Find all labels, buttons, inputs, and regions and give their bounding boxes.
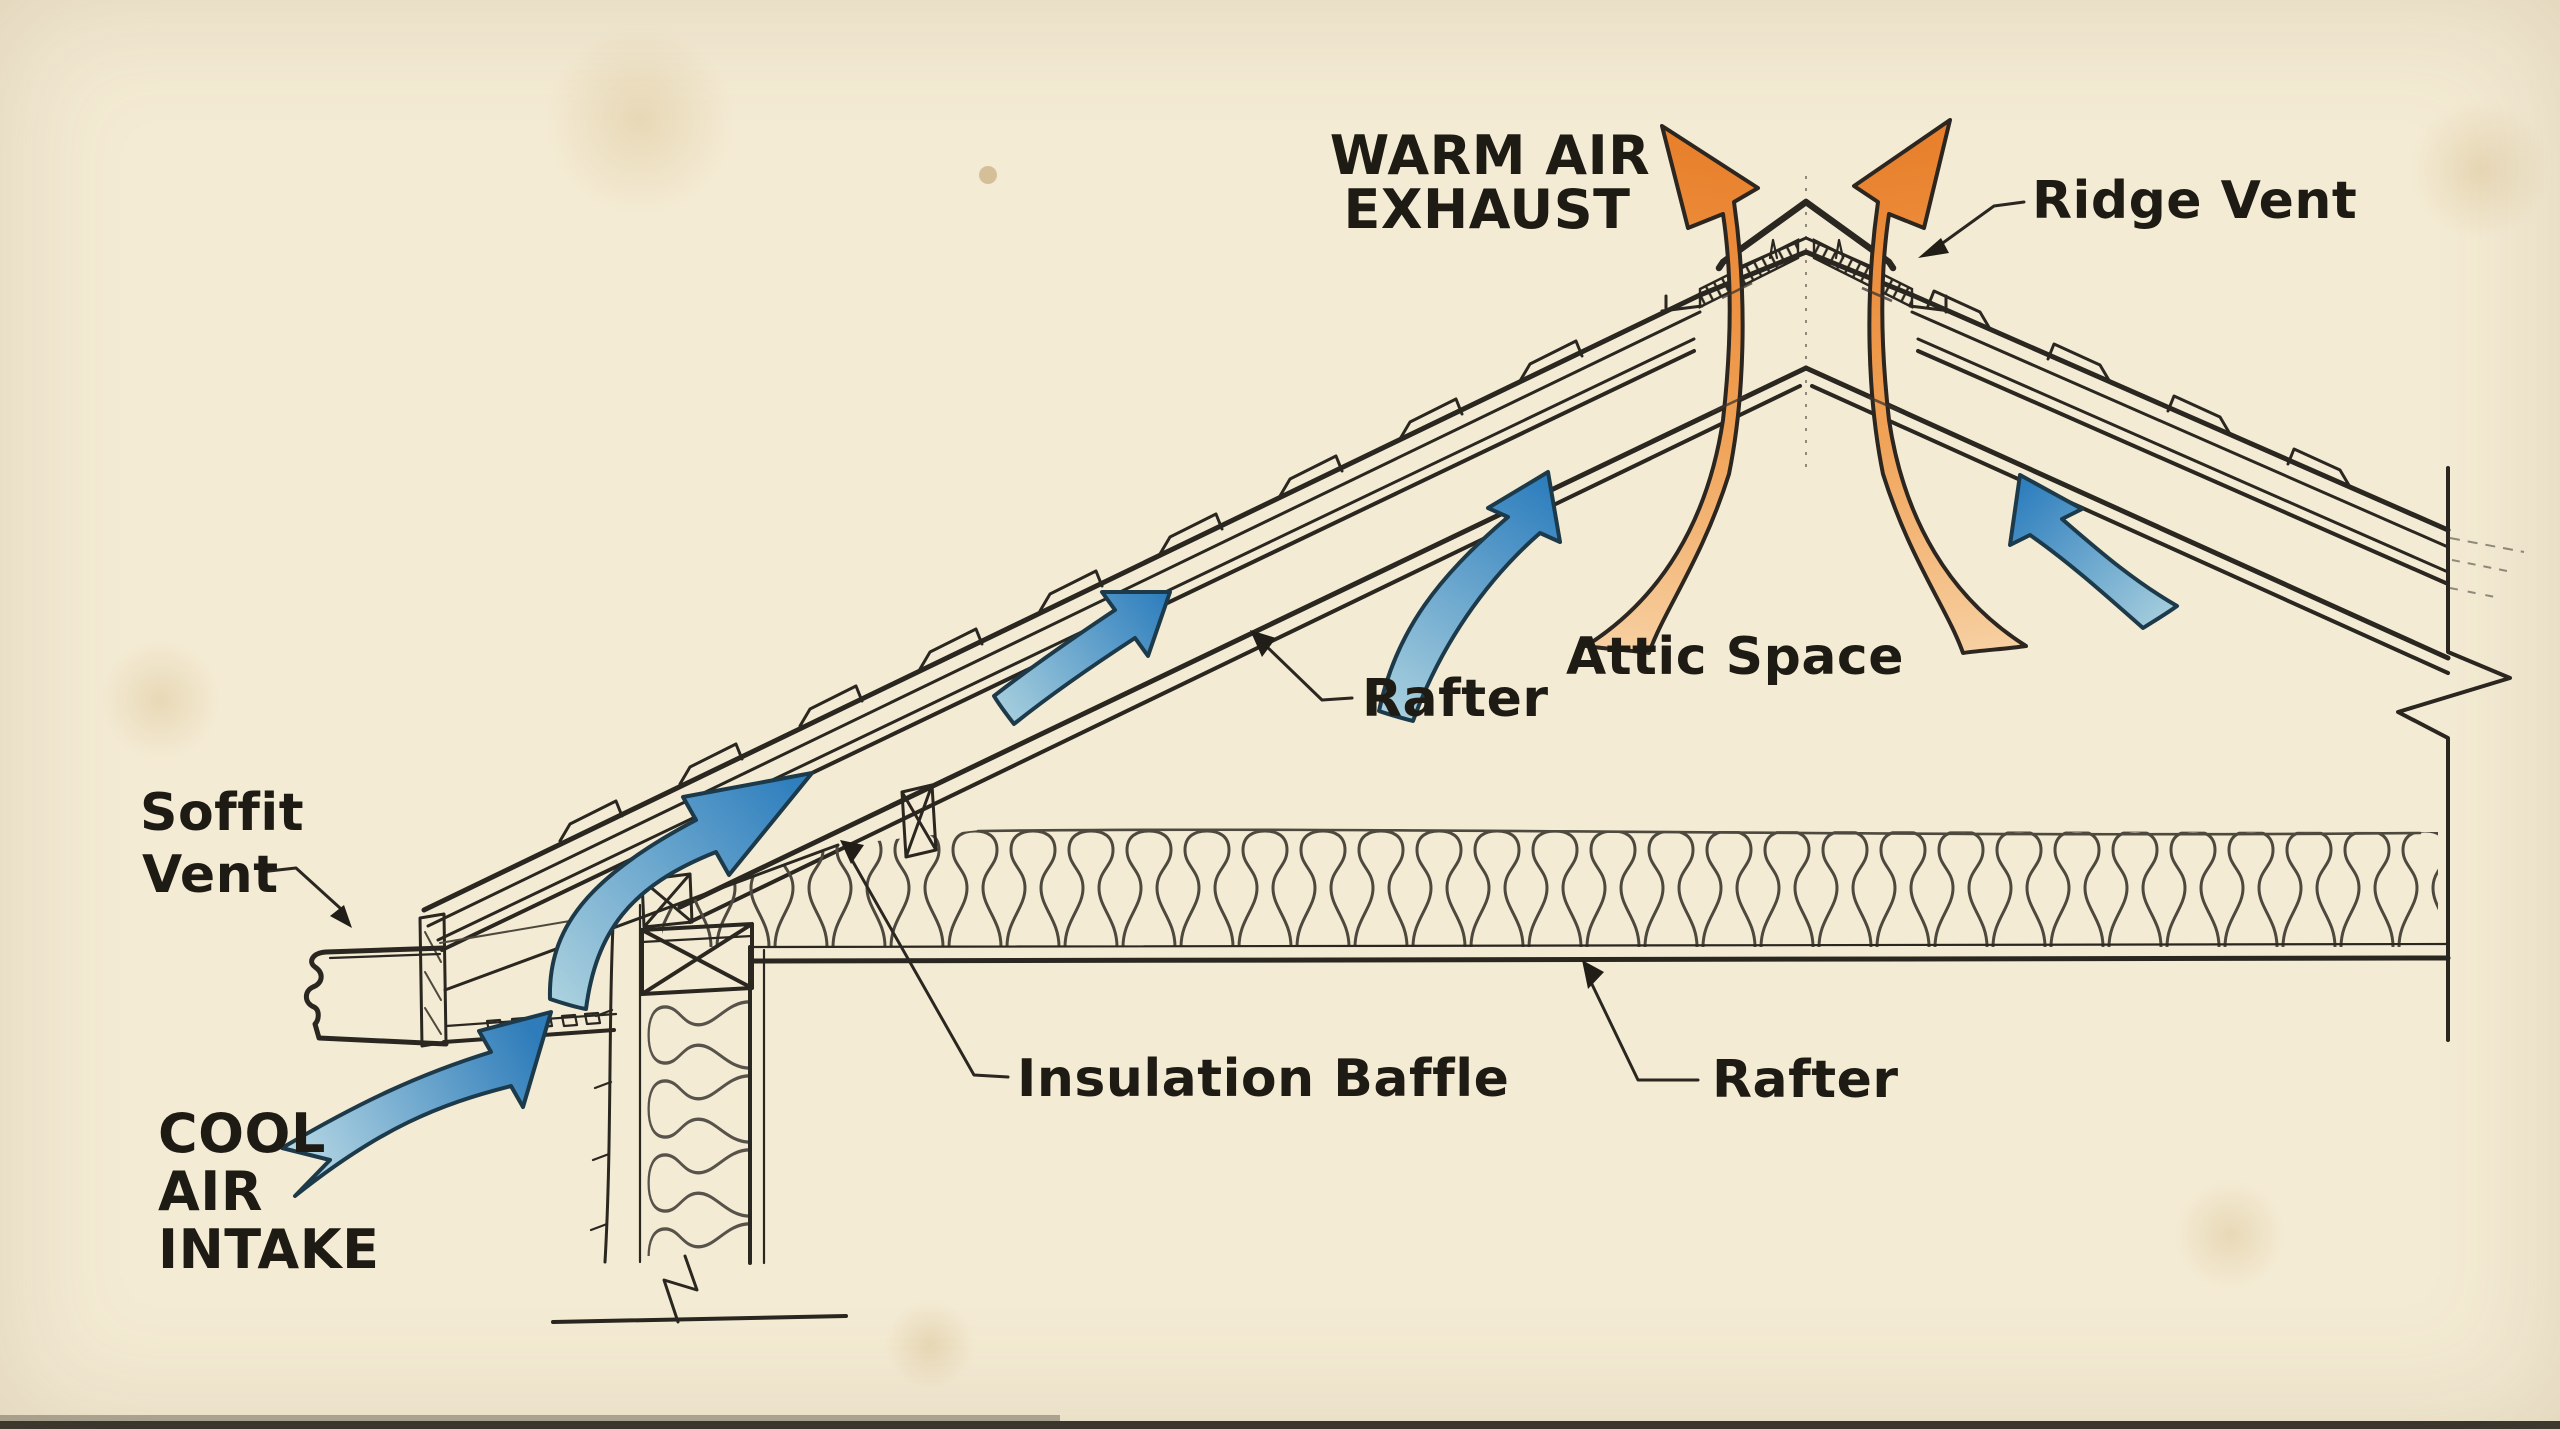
- ground-cut-line: [551, 1314, 848, 1324]
- right-rafter-top: [1803, 365, 2451, 661]
- labels: WARM AIR EXHAUST Ridge Vent Attic Space …: [140, 124, 2357, 1281]
- attic-space-label: Attic Space: [1566, 627, 1904, 687]
- wall-siding-outer: [603, 901, 616, 1264]
- right-roof-shingle-bottom: [1910, 310, 2450, 549]
- warm-air-exhaust-arrow-left: [1584, 124, 1760, 655]
- left-roof-shingle-top: [421, 292, 1703, 913]
- right-roof-shingle-top: [1909, 292, 2451, 533]
- warm-air-exhaust-arrow-right: [1852, 118, 2028, 655]
- cool-air-intake-arrow: [280, 1010, 553, 1198]
- right-roof-sheathing-top: [1916, 337, 2450, 574]
- rafter-lower-leader: [1586, 974, 1700, 1082]
- section-break-line: [2396, 466, 2512, 1042]
- rafter-upper-leader-arrowhead: [1250, 630, 1276, 657]
- ceiling-insulation-batts: [662, 830, 2438, 947]
- attic-floor: [662, 783, 2451, 964]
- ceiling-insulation-top-line: [976, 828, 2422, 836]
- ridge-cap: [1715, 198, 1897, 272]
- ridge-vent-nail-right: [1834, 238, 1845, 260]
- paper-speck: [979, 166, 997, 184]
- ridge-vent-leader: [1938, 200, 2026, 247]
- warm-air-arrows: [1584, 118, 2028, 655]
- rafter-lower-leader-arrowhead: [1582, 960, 1604, 989]
- ridge-vent-label: Ridge Vent: [2032, 171, 2357, 231]
- cool-air-intake-label-line2: AIR: [158, 1160, 263, 1223]
- insulation-baffle-board: [443, 843, 840, 992]
- exterior-wall: [551, 872, 848, 1324]
- ceiling-line-thin: [750, 942, 2450, 949]
- ridge-vent-nail-left: [1768, 238, 1779, 260]
- insulation-baffle-label: Insulation Baffle: [1017, 1049, 1509, 1109]
- right-roof-sheathing-bottom: [1916, 349, 2450, 586]
- page-bottom-edge: [0, 1415, 2560, 1429]
- ceiling-line-heavy: [749, 955, 2451, 964]
- insulation-baffle-leader: [846, 851, 1010, 1079]
- left-shingle-tabs: [558, 339, 1584, 843]
- rafter-blocking: [900, 783, 938, 859]
- soffit-vent-leader-arrowhead: [330, 905, 352, 928]
- cool-air-soffit-channel-arrow: [547, 771, 814, 1011]
- cool-air-upper-left-arrow: [1377, 470, 1562, 723]
- wall-break-zigzag: [662, 1254, 699, 1324]
- rafter-lower-label: Rafter: [1712, 1050, 1899, 1110]
- cool-air-right-slope-arrow: [2008, 473, 2179, 630]
- soffit-vent-leader: [258, 866, 342, 910]
- arrow-crossing-ticks: [1711, 281, 1901, 414]
- wall-plate-cap-line: [640, 934, 754, 944]
- left-rafter-bottom: [688, 384, 1802, 924]
- soffit-vent-label-line2: Vent: [142, 845, 279, 905]
- wall-insulation-batts: [646, 998, 748, 1256]
- warm-air-exhaust-label-line1: WARM AIR: [1330, 124, 1651, 187]
- left-roof-sheathing-top: [436, 337, 1696, 942]
- right-shingle-tabs: [1926, 289, 2352, 489]
- warm-air-exhaust-label-line2: EXHAUST: [1344, 178, 1631, 241]
- gutter-top-edge: [328, 952, 442, 960]
- ridge-vent-leader-arrowhead: [1918, 238, 1949, 258]
- label-leaders: [258, 200, 2026, 1082]
- cool-air-intake-label-line3: INTAKE: [158, 1218, 379, 1281]
- clapboard-laps: [589, 1008, 614, 1232]
- rafter-upper-leader: [1260, 640, 1354, 702]
- gutter: [303, 945, 449, 1047]
- left-roof-shingle-bottom: [426, 310, 1702, 928]
- section-break-pencil-extensions: [2449, 537, 2525, 599]
- rafter-upper-label: Rafter: [1362, 669, 1549, 729]
- cool-air-arrows: [280, 470, 2179, 1198]
- cool-air-intake-label-line1: COOL: [158, 1102, 326, 1165]
- insulation-baffle-leader-arrowhead: [840, 840, 864, 864]
- right-rafter-bottom: [1810, 384, 2450, 675]
- cool-air-mid-slope-arrow: [992, 590, 1172, 726]
- ridge-vent-left-band: [1698, 238, 1800, 309]
- soffit-vent-label-line1: Soffit: [140, 783, 304, 843]
- left-rafter-top: [677, 365, 1809, 910]
